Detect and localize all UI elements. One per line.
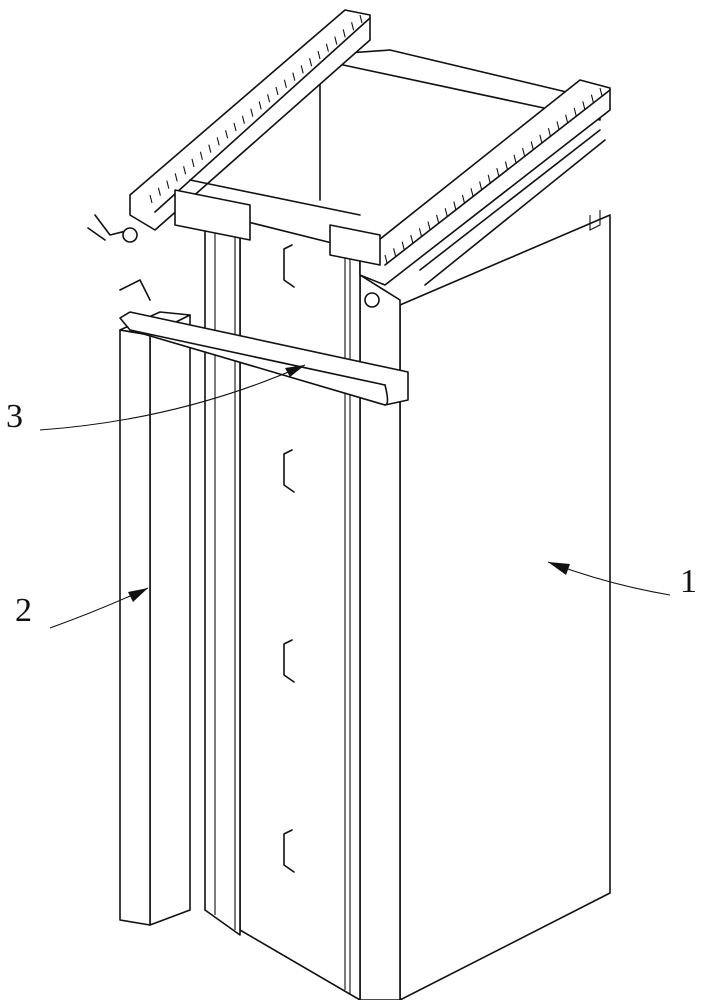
spring-clamp xyxy=(120,280,150,300)
label-3: 3 xyxy=(6,398,23,436)
label-2: 2 xyxy=(15,592,32,630)
right-panel xyxy=(360,210,610,1000)
left-column xyxy=(120,312,190,925)
label-1: 1 xyxy=(680,563,697,601)
